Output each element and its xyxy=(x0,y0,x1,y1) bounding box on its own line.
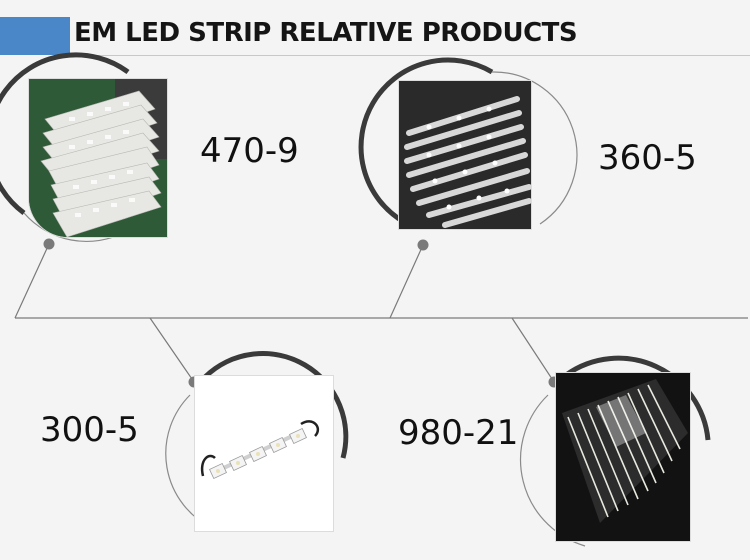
connector-300-5 xyxy=(149,317,195,383)
ring-arc-360-5 xyxy=(358,57,494,225)
product-photo-300-5 xyxy=(194,375,334,532)
connector-360-5 xyxy=(389,244,424,319)
ring-arc-300-5 xyxy=(203,351,349,459)
ring-arc-980-21 xyxy=(564,355,711,441)
product-code-360-5: 360-5 xyxy=(598,138,697,178)
header-accent-bar xyxy=(0,17,70,55)
product-photo-360-5 xyxy=(398,80,532,230)
ring-arc-470-9 xyxy=(0,52,130,216)
ring-thin-360-5 xyxy=(491,71,578,225)
product-photo-470-9 xyxy=(28,78,168,238)
connector-980-21 xyxy=(511,317,555,383)
product-code-470-9: 470-9 xyxy=(200,131,299,171)
product-code-980-21: 980-21 xyxy=(398,413,519,453)
page-title: EM LED STRIP RELATIVE PRODUCTS xyxy=(74,18,578,48)
product-photo-980-21 xyxy=(555,372,691,542)
connector-dot-470-9 xyxy=(43,238,55,250)
product-code-300-5: 300-5 xyxy=(40,410,139,450)
title-divider xyxy=(74,55,750,56)
connector-dot-360-5 xyxy=(417,239,429,251)
connector-470-9 xyxy=(14,243,50,319)
